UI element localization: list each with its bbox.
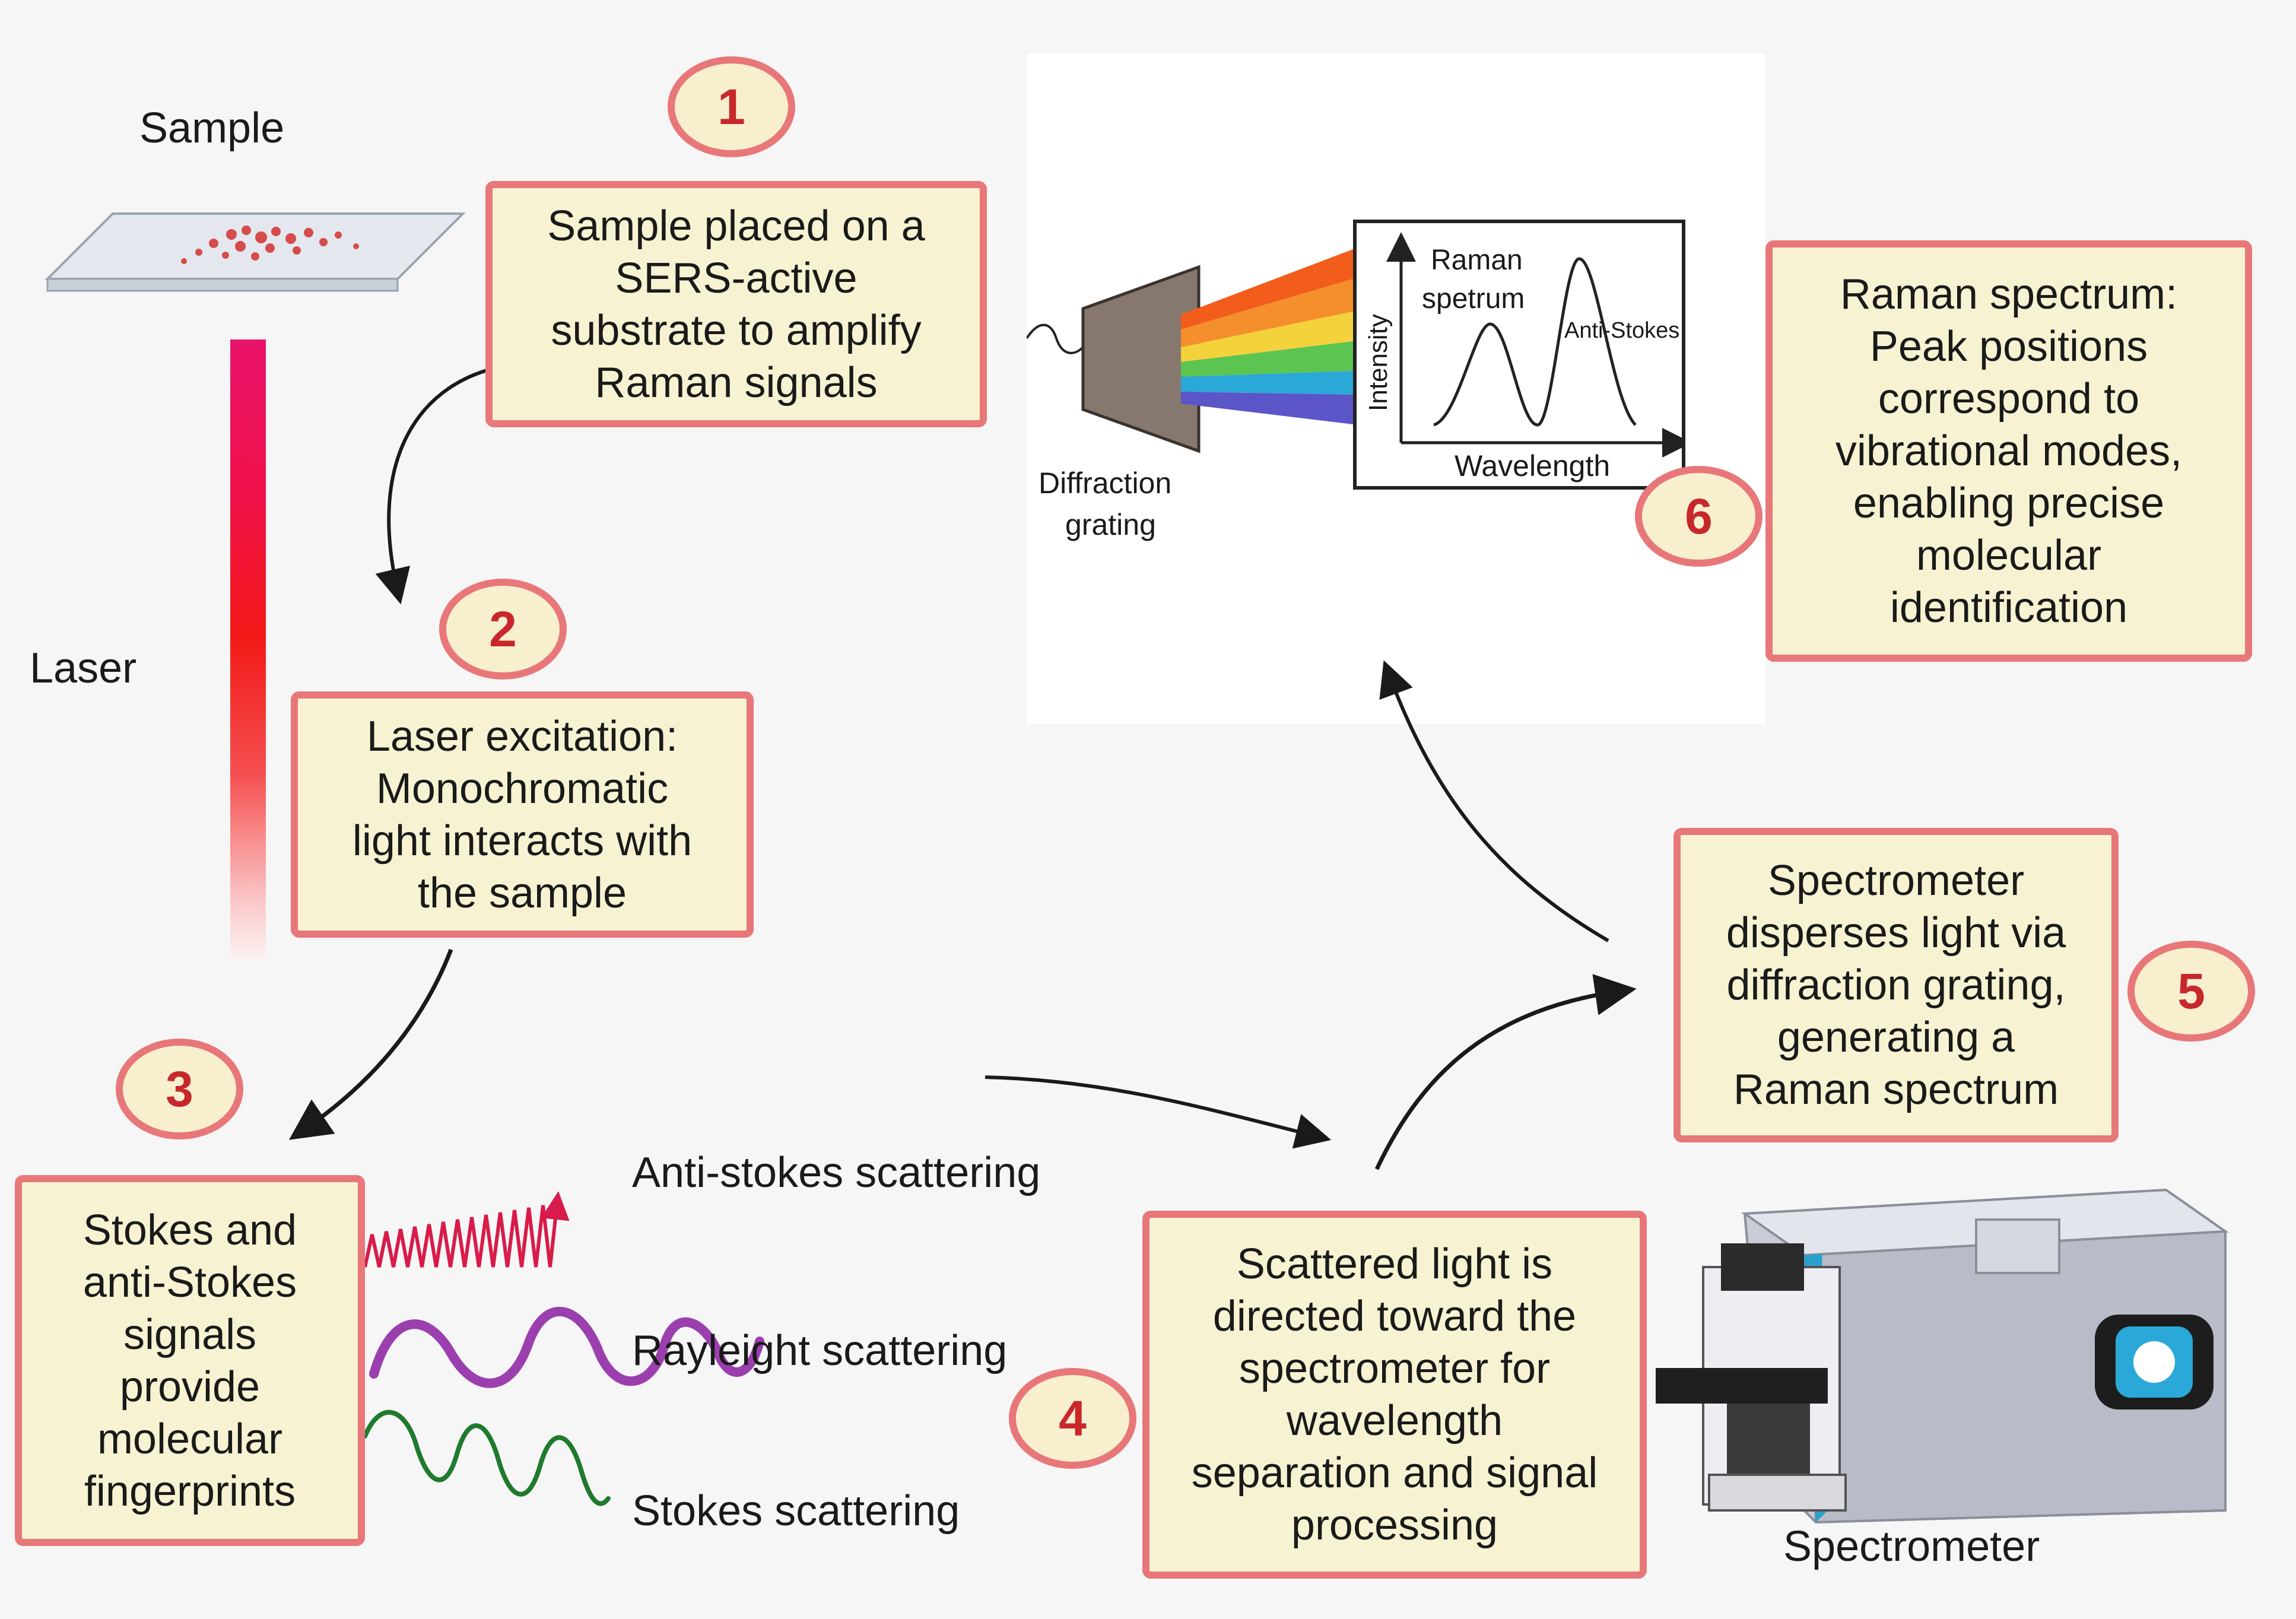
step-2-box: Laser excitation: Monochromatic light in… [291,691,754,938]
step-6-box: Raman spectrum: Peak positions correspon… [1765,240,2252,662]
step-6-text-line: Raman spectrum: [1840,271,2178,318]
step-1-text-line: Raman signals [595,358,878,407]
anti-stokes-peak-label: Anti-Stokes [1564,318,1680,343]
step-5-text-line: diffraction grating, [1726,961,2066,1009]
raman-curve [1433,257,1637,427]
arrow-step4-to-step5 [1374,974,1637,1170]
anti-stokes-wave [363,1191,570,1268]
step-6-text-line: identification [1889,584,2128,631]
step-4-text-line: Scattered light is [1236,1240,1553,1288]
step-1-text-line: SERS-active [615,254,858,302]
step-3-box: Stokes and anti-Stokes signals provide m… [15,1175,365,1546]
anti-stokes-label: Anti-stokes scattering [632,1149,1041,1196]
step-2-text-line: Monochromatic [376,764,669,812]
raman-label-line1: Raman [1431,245,1523,276]
step-6-text-line: enabling precise [1853,480,2165,527]
raman-label-line2: spetrum [1422,283,1525,315]
x-axis-label: Wavelength [1455,449,1611,482]
step-2-badge: 2 [439,579,567,680]
step-4-text-line: directed toward the [1212,1293,1577,1340]
step-3-badge: 3 [116,1039,243,1139]
step-5-text-line: disperses light via [1726,909,2066,957]
laser-label: Laser [30,645,137,692]
step-4-badge: 4 [1009,1368,1136,1469]
step-1-text-line: substrate to amplify [551,306,922,354]
step-3-text-line: signals [123,1310,257,1358]
step-4-text-line: processing [1291,1501,1498,1549]
step-6-text-line: vibrational modes, [1835,427,2183,475]
raman-plot-svg [1386,232,1682,458]
spectrometer-label: Spectrometer [1783,1523,2040,1570]
step-5-box: Spectrometer disperses light via diffrac… [1673,828,2119,1142]
sample-slide-icon [45,212,466,292]
step-6-text-line: molecular [1916,532,2102,579]
step-2-text-line: Laser excitation: [366,712,678,760]
diffraction-grating-icon [1027,249,1353,453]
step-6-badge: 6 [1635,466,1763,567]
step-3-text-line: Stokes and [82,1206,297,1254]
step-3-text-line: provide [119,1363,261,1411]
y-axis-label: Intensity [1363,314,1393,411]
step-6-text-line: Peak positions [1869,323,2148,370]
spectrometer-icon [1656,1188,2229,1524]
stokes-wave [363,1410,611,1506]
step-4-text-line: spectrometer for [1238,1345,1551,1392]
step-6-text-line: correspond to [1878,375,2140,423]
step-1-box: Sample placed on a SERS-active substrate… [485,181,987,427]
step-5-text-line: generating a [1777,1014,2015,1061]
step-5-badge: 5 [2127,941,2255,1042]
laser-beam [230,339,266,960]
sample-label: Sample [139,104,285,152]
step-3-text-line: molecular [97,1415,283,1463]
grating-label-line2: grating [1065,508,1156,541]
step-3-text-line: anti-Stokes [82,1258,297,1306]
step-1-badge: 1 [668,56,795,157]
step-4-box: Scattered light is directed toward the s… [1142,1211,1647,1579]
step-3-text-line: fingerprints [84,1467,296,1515]
stokes-label: Stokes scattering [632,1487,960,1535]
step-4-text-line: wavelength [1286,1397,1503,1445]
arrow-step2-to-step3 [288,948,453,1140]
step-2-text-line: light interacts with [352,817,693,865]
step-2-text-line: the sample [417,869,627,917]
step-1-text-line: Sample placed on a [547,202,925,250]
arrow-step3-to-step4 [985,1075,1332,1149]
step-5-text-line: Raman spectrum [1733,1066,2059,1113]
step-4-text-line: separation and signal [1191,1449,1598,1497]
step-5-text-line: Spectrometer [1767,857,2025,904]
raman-inset-plot: Raman spetrum Anti-Stokes Intensity Wave… [1353,220,1685,490]
rayleigh-label: Rayleight scattering [632,1327,1008,1374]
grating-label-line1: Diffraction [1039,466,1172,500]
